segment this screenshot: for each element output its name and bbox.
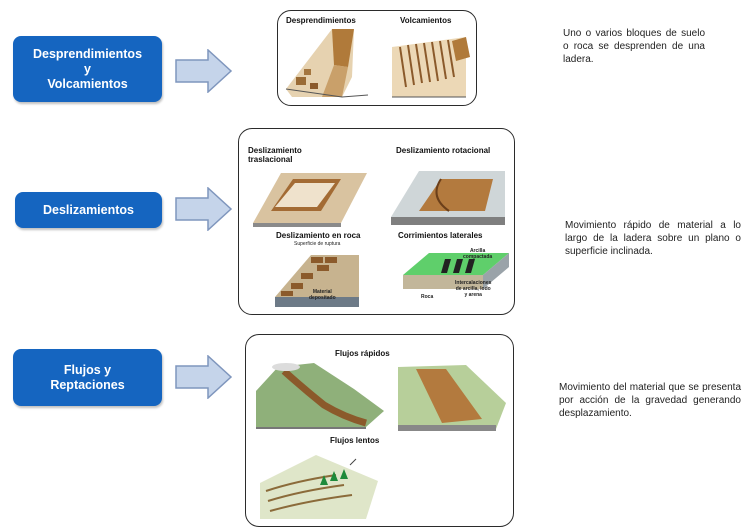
rotational-slide-illustration <box>391 171 505 225</box>
topple-illustration <box>392 37 470 98</box>
panel-label-rock-slide: Deslizamiento en roca <box>276 231 361 240</box>
arrow-right-icon <box>175 49 233 93</box>
rapid-flow-illustration-1 <box>256 363 384 429</box>
description-falls-topples: Uno o varios bloques de suelo o roca se … <box>563 28 705 65</box>
panel-label-translational: Deslizamiento traslacional <box>248 146 302 164</box>
label-rupture-surface: Superficie de ruptura <box>294 241 341 247</box>
translational-slide-illustration <box>253 173 367 227</box>
category-label: Flujos y Reptaciones <box>50 362 125 392</box>
category-slides: Deslizamientos <box>15 192 162 228</box>
label-compacted-clay: Arcilla compactada <box>463 248 493 260</box>
label-rock: Roca <box>421 294 434 300</box>
description-slides: Movimiento rápido de material a lo largo… <box>565 220 741 257</box>
label-interlayers: Intercalaciones de arcilla, lodo y arena <box>455 280 492 298</box>
panel-falls-topples: Desprendimientos Volcamientos <box>277 10 477 106</box>
arrow-right-icon <box>175 355 233 399</box>
description-flows: Movimiento del material que se presenta … <box>559 382 741 419</box>
lateral-spread-illustration <box>403 253 509 289</box>
panel-label-lateral-spread: Corrimientos laterales <box>398 231 483 240</box>
panel-flows: Flujos rápidos Flujos lentos <box>245 334 514 527</box>
category-falls-topples: Desprendimientos y Volcamientos <box>13 36 162 102</box>
panel-label-falls: Desprendimientos <box>286 16 356 25</box>
panel-label-rapid-flows: Flujos rápidos <box>335 349 390 358</box>
category-label: Desprendimientos y Volcamientos <box>32 46 143 91</box>
panel-label-rotational: Deslizamiento rotacional <box>396 146 491 155</box>
slow-flow-illustration <box>260 455 378 519</box>
label-deposited-material: Material depositado <box>309 289 336 301</box>
panel-label-slow-flows: Flujos lentos <box>330 436 380 445</box>
rapid-flow-illustration-2 <box>398 365 506 431</box>
arrow-right-icon <box>175 187 233 231</box>
rock-slide-illustration <box>275 255 359 307</box>
panel-slides: Deslizamiento traslacional Deslizamiento… <box>238 128 515 315</box>
category-label: Deslizamientos <box>42 202 134 217</box>
rockfall-illustration <box>285 29 369 98</box>
panel-label-topples: Volcamientos <box>400 16 452 25</box>
category-flows: Flujos y Reptaciones <box>13 349 162 406</box>
